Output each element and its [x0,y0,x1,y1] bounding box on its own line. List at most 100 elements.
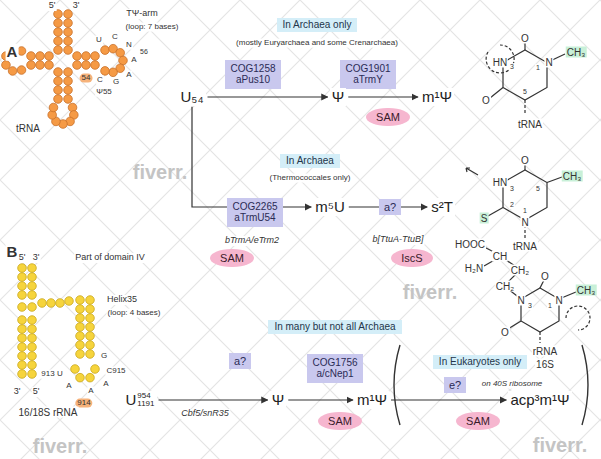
watermark: fiverr. [32,435,88,457]
enzyme-box: COG1258aPus10 [225,60,280,89]
atom-label: HOOC [454,239,486,250]
end-label: 5' [32,387,41,397]
nucleotide-bead [18,273,27,282]
position-number: Ψ55 [95,88,113,97]
nucleotide-bead [64,37,73,46]
nucleotide-bead [27,52,36,61]
base-letter: U [95,36,103,45]
node-text: SAM [220,252,244,265]
end-label: 3' [13,387,22,397]
enzyme-box: COG1756a/cNep1 [307,354,362,383]
end-label: 5' [48,1,57,11]
node-text: s²T [431,198,453,215]
nucleotide-bead [64,86,73,95]
glycosidic-bond [539,332,540,343]
base-letter: N [125,41,133,50]
nucleotide-bead [73,61,82,70]
nucleotide-bead [76,296,85,305]
nucleotide-bead [76,373,85,382]
panel-letter: B [6,244,19,261]
node-text: SAM [466,415,490,428]
node-text: m¹Ψ [357,391,387,408]
panel-letter: A [6,44,19,61]
nucleotide-bead [49,103,58,112]
helix-label: Helix35 [106,295,138,305]
atom-number: 3 [527,302,533,310]
molecule-name: tRNA [15,123,41,134]
base-letter: U [125,391,136,408]
nucleotide-bead [119,56,128,65]
atom-label: O [481,95,491,106]
base-letter: A [130,56,137,65]
node-text: SAM [328,415,352,428]
nucleoside-label: Ψ [270,391,287,408]
enzyme-box: COG2265aTrmU54 [227,198,282,227]
edge-label: b[TtuA-TtuB] [371,235,424,245]
rotation-arrow [566,306,590,330]
nucleotide-bead [64,95,73,104]
base-letter: A [125,71,132,80]
nucleotide-bead [54,37,63,46]
nucleotide-bead [65,297,74,306]
node-text: COG2265 [232,201,277,213]
atom-number: 1 [547,302,553,310]
nucleotide-bead [18,316,27,325]
scope-box: In Archaea only [277,18,358,32]
nucleotide-bead [18,325,27,334]
nucleotide-bead [76,332,85,341]
cofactor-ellipse: SAM [456,412,500,431]
node-text: SAM [376,111,400,124]
rotation-arrow [486,45,514,73]
unknown-enzyme-box: a? [379,199,401,216]
position-number: 54 [80,74,93,83]
nucleotide-bead [28,316,37,325]
scope-note: (Thermococcales only) [269,174,352,183]
nucleotide-bead [54,46,63,55]
bond [490,88,503,99]
methyl-group: CH₃ [562,171,583,182]
nucleoside-label: s²T [429,198,455,215]
bond [547,177,562,183]
nucleotide-bead [45,52,54,61]
nucleotide-bead [64,68,73,77]
node-text: COG1901 [345,63,390,75]
node-text: a? [234,355,246,368]
arrow-mark [466,168,478,175]
base-letter: G [112,78,120,87]
molecule-name: 16S [535,359,555,370]
nucleoside-label: m¹Ψ [355,391,389,408]
connector [391,399,506,400]
nucleotide-bead [76,314,85,323]
nucleotide-bead [86,332,95,341]
nucleotide-bead [76,305,85,314]
nucleoside-label: m⁵U [313,198,347,215]
nucleotide-bead [86,305,95,314]
nucleotide-bead [18,334,27,343]
node-text: Ψ [332,88,345,105]
base-letter: A [65,382,72,391]
nucleotide-bead [73,52,82,61]
edge-label: bTrmA/eTrm2 [224,236,280,246]
nucleotide-bead [18,282,27,291]
edge-label: Cbf5/snR35 [180,409,230,419]
scope-box: In many but not all Archaea [268,320,401,334]
methyl-group: CH₃ [566,47,587,58]
nucleotide-bead [116,48,125,57]
nucleotide-bead [71,365,80,374]
nucleotide-bead [86,314,95,323]
nucleotide-bead [64,77,73,86]
nucleotide-bead [91,365,100,374]
atom-label: O [540,271,550,282]
nucleotide-bead [86,373,95,382]
connector [288,399,353,400]
molecule-name: rRNA [532,346,558,357]
nucleotide-bead [27,61,36,70]
nucleotide-bead [28,325,37,334]
node-text: m⁵U [315,198,345,215]
atom-label: CH [492,251,508,262]
base-letter: 913 U [40,370,63,379]
ring-bonds [503,50,547,100]
atom-label: O [500,327,510,338]
methyl-group: CH₃ [576,285,597,296]
